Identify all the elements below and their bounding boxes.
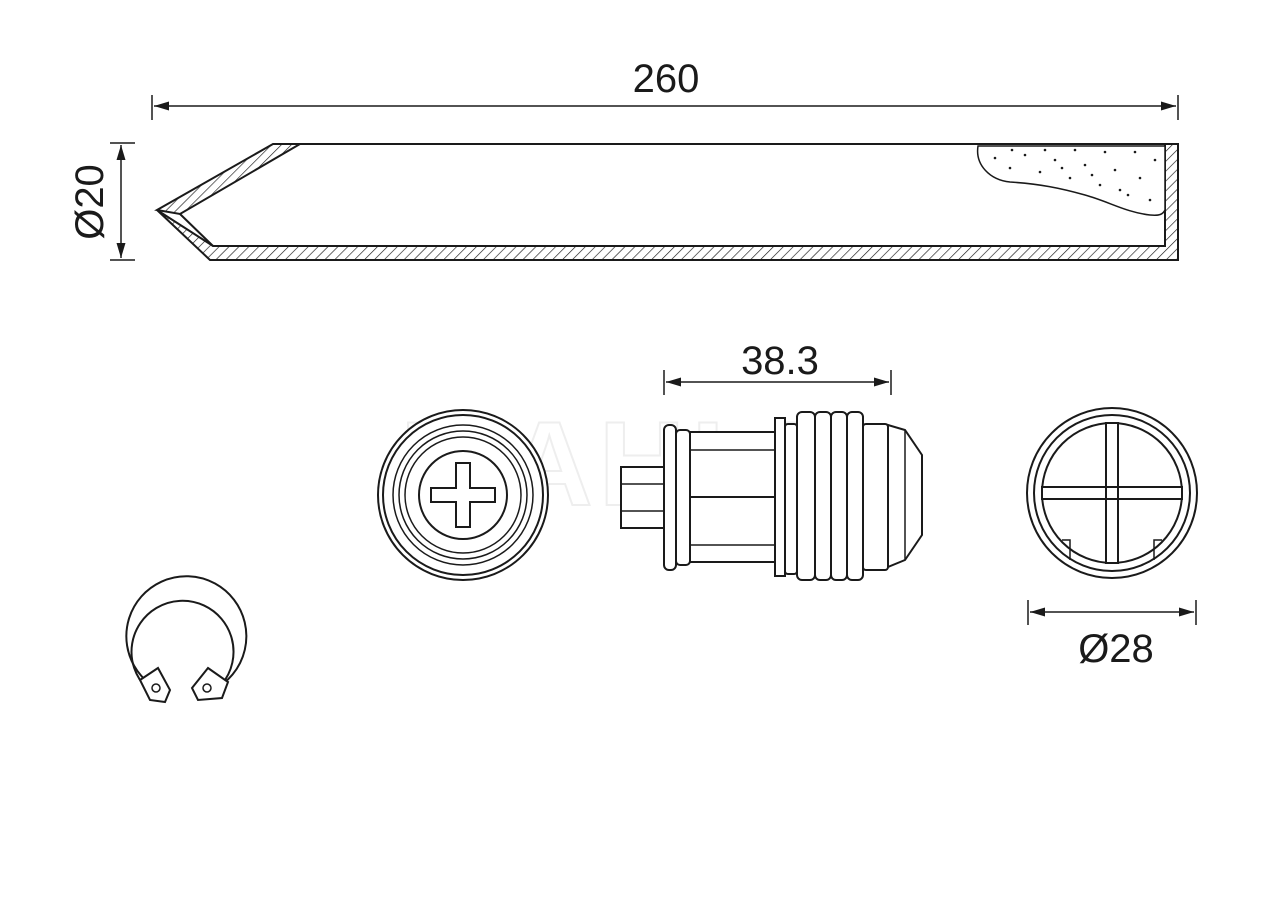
- circlip: [125, 575, 248, 704]
- desiccant-fill: [976, 145, 1166, 216]
- cartridge-length-label: 38.3: [741, 339, 819, 383]
- tube-diameter-label: Ø20: [68, 164, 112, 240]
- desiccant-dots: [993, 148, 1157, 202]
- length-dimension-label: 260: [633, 57, 700, 101]
- cap-rear-view: Ø28: [1026, 407, 1198, 671]
- cartridge-side-view: 38.3: [620, 339, 923, 581]
- tube-tip-wall: [154, 143, 304, 216]
- tube-bottom-wall: [156, 143, 1179, 261]
- cap-front-view: [377, 409, 549, 581]
- cap-diameter-label: Ø28: [1078, 627, 1154, 671]
- dryer-tube: 260 Ø20: [68, 57, 1179, 261]
- cross-slot-icon: [430, 462, 496, 528]
